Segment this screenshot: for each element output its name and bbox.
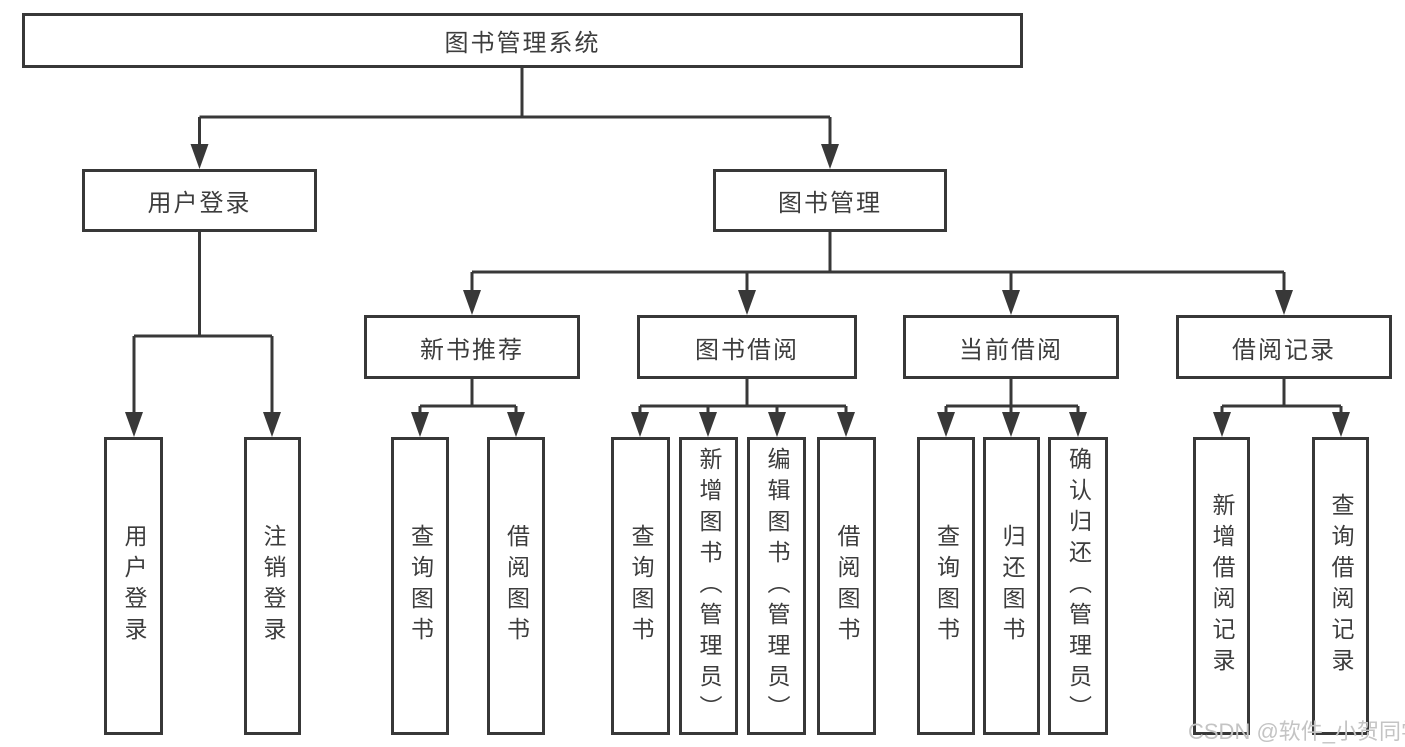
leaf-label: 确认归还（管理员） bbox=[1065, 446, 1092, 726]
leaf-label: 查询图书 bbox=[407, 524, 434, 648]
leaf-add-borrow-record: 新增借阅记录 bbox=[1193, 437, 1250, 735]
leaf-label: 查询图书 bbox=[628, 524, 654, 648]
leaf-label: 注销登录 bbox=[260, 524, 286, 648]
node-label: 当前借阅 bbox=[959, 336, 1063, 364]
node-label: 用户登录 bbox=[147, 190, 252, 217]
leaf-label: 借阅图书 bbox=[834, 524, 860, 648]
leaf-label: 新增图书（管理员） bbox=[696, 446, 722, 726]
leaf-label: 归还图书 bbox=[999, 524, 1025, 648]
leaf-label: 编辑图书（管理员） bbox=[764, 446, 790, 726]
leaf-user-login: 用户登录 bbox=[104, 437, 163, 735]
node-current-borrow: 当前借阅 bbox=[903, 315, 1119, 379]
node-label: 图书借阅 bbox=[695, 336, 799, 364]
leaf-label: 新增借阅记录 bbox=[1209, 493, 1235, 679]
node-library-management-system: 图书管理系统 bbox=[22, 13, 1023, 68]
leaf-label: 用户登录 bbox=[121, 524, 147, 648]
node-user-login: 用户登录 bbox=[82, 169, 317, 232]
node-new-book-recommend: 新书推荐 bbox=[364, 315, 580, 379]
node-label: 借阅记录 bbox=[1232, 336, 1336, 364]
leaf-logout: 注销登录 bbox=[244, 437, 301, 735]
leaf-label: 借阅图书 bbox=[503, 524, 530, 648]
arrowheads bbox=[125, 144, 1350, 437]
node-book-borrow: 图书借阅 bbox=[637, 315, 857, 379]
leaf-query-books-borrow: 查询图书 bbox=[611, 437, 670, 735]
leaf-confirm-return-admin: 确认归还（管理员） bbox=[1048, 437, 1108, 735]
leaf-label: 查询借阅记录 bbox=[1328, 493, 1354, 679]
node-label: 新书推荐 bbox=[420, 336, 524, 364]
leaf-query-books-recommend: 查询图书 bbox=[391, 437, 449, 735]
leaf-borrow-books: 借阅图书 bbox=[817, 437, 876, 735]
leaf-query-borrow-record: 查询借阅记录 bbox=[1312, 437, 1369, 735]
leaf-borrow-books-recommend: 借阅图书 bbox=[487, 437, 545, 735]
node-label: 图书管理 bbox=[778, 190, 882, 217]
node-book-management: 图书管理 bbox=[713, 169, 947, 232]
node-borrow-records: 借阅记录 bbox=[1176, 315, 1392, 379]
leaf-edit-books-admin: 编辑图书（管理员） bbox=[747, 437, 806, 735]
leaf-query-books-current: 查询图书 bbox=[917, 437, 975, 735]
leaf-return-books: 归还图书 bbox=[983, 437, 1040, 735]
leaf-label: 查询图书 bbox=[933, 524, 960, 648]
csdn-watermark: CSDN @软件_小贺同学 bbox=[1188, 719, 1405, 744]
leaf-add-books-admin: 新增图书（管理员） bbox=[679, 437, 738, 735]
node-label: 图书管理系统 bbox=[444, 30, 601, 57]
